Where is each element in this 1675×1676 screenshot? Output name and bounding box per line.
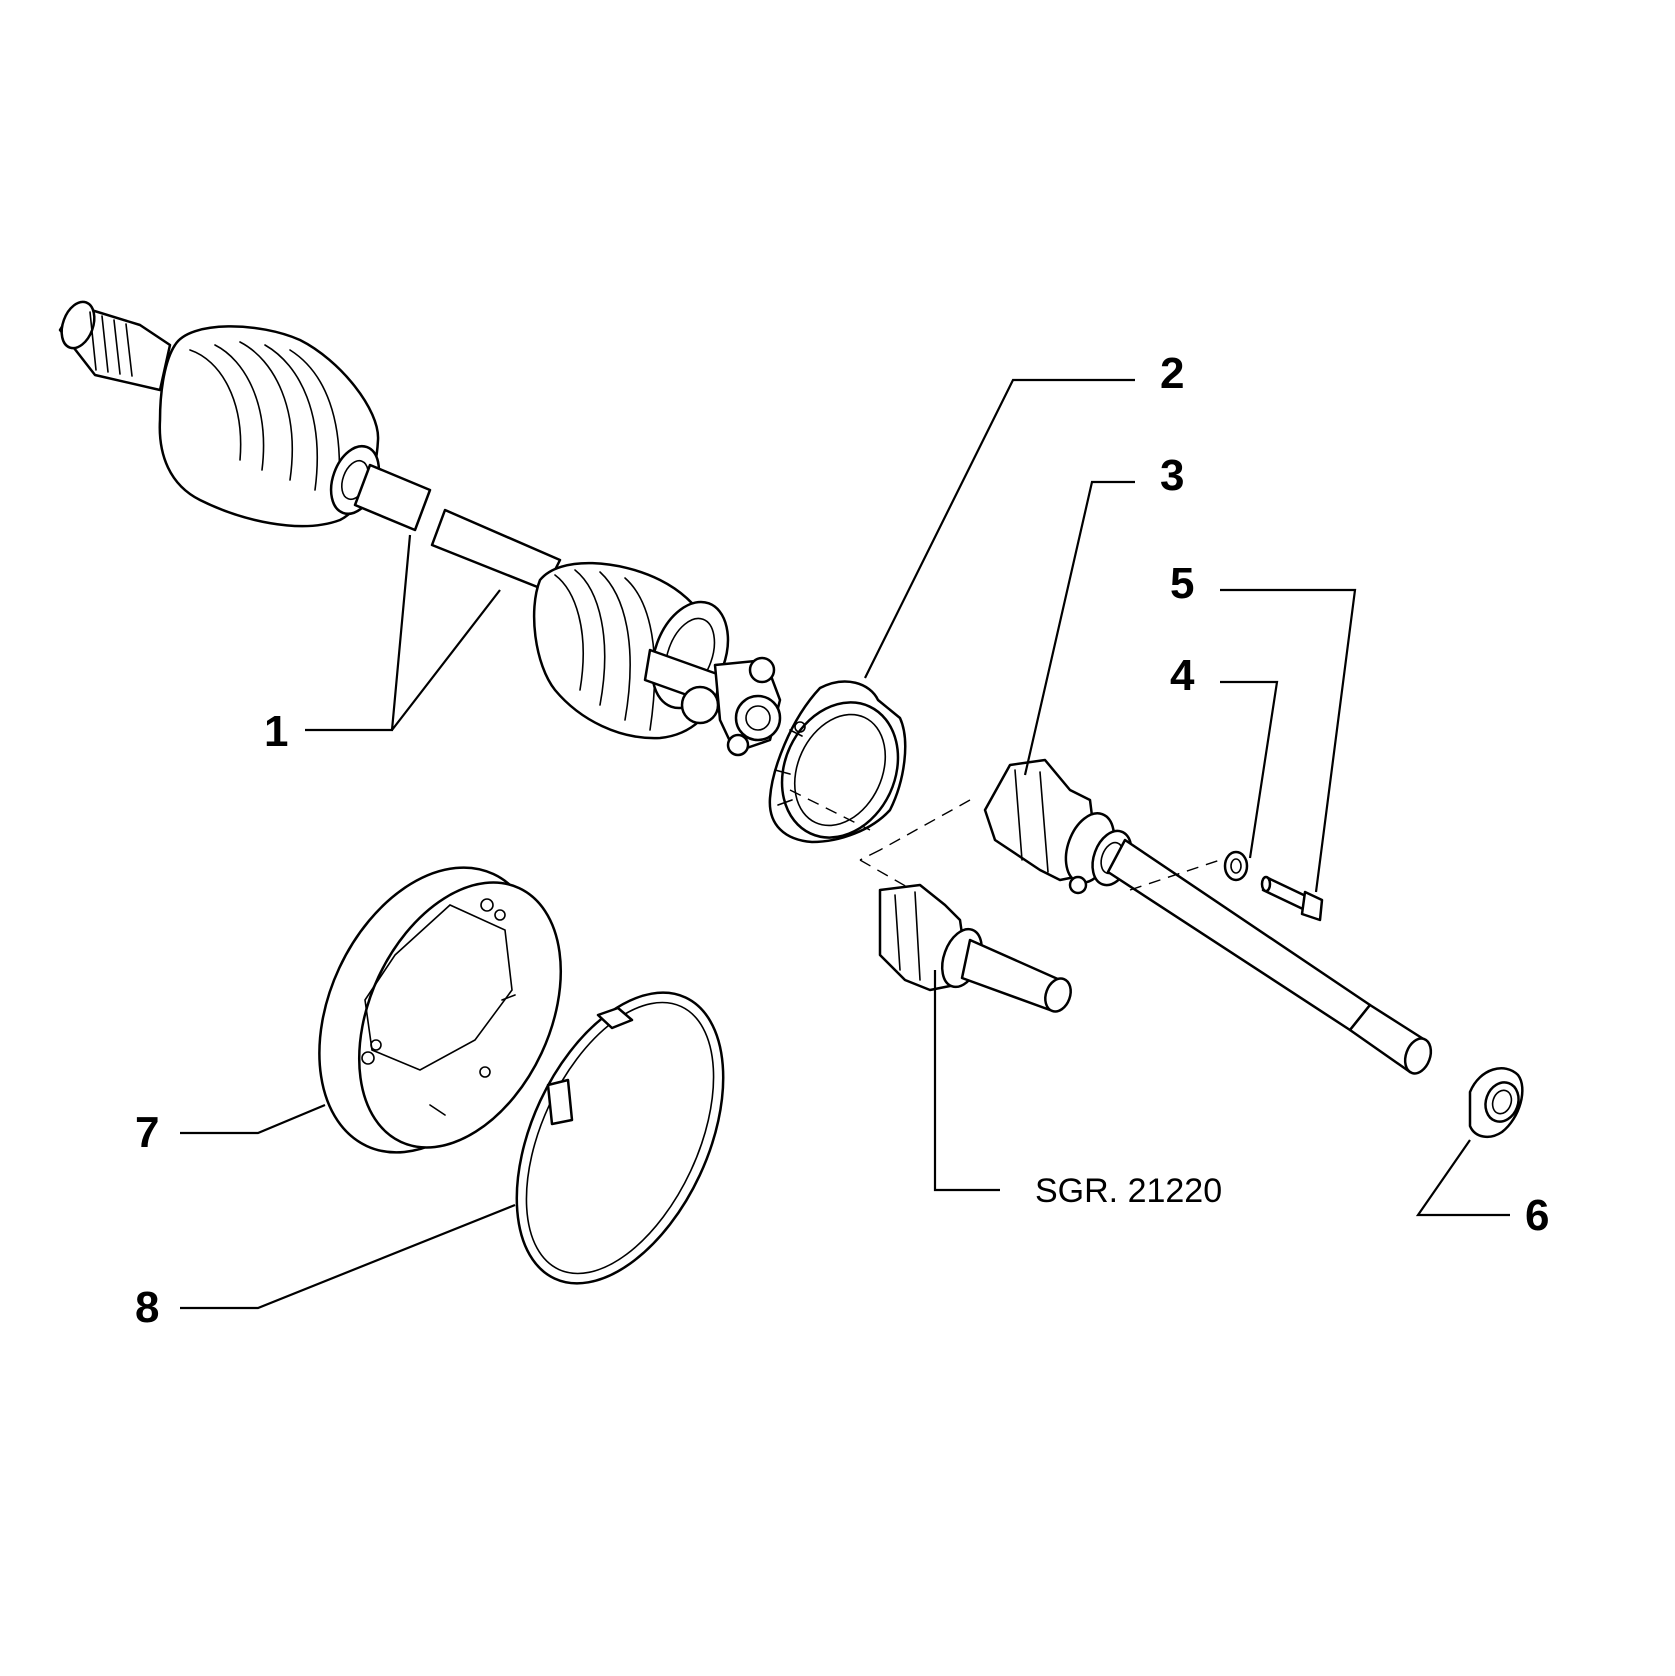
callout-7: 7 — [135, 1108, 159, 1157]
callout-6: 6 — [1525, 1191, 1549, 1240]
tripod-joint — [643, 648, 782, 757]
clamp-band — [515, 991, 725, 1285]
shaft-segment-left — [353, 463, 432, 532]
leader-4 — [1220, 680, 1279, 859]
callout-1: 1 — [264, 707, 288, 756]
drive-shaft-assembly — [58, 300, 782, 757]
dust-cap — [1468, 1067, 1524, 1139]
leader-8 — [180, 1203, 516, 1310]
leader-3 — [1023, 480, 1135, 776]
splined-stub-end — [58, 300, 172, 392]
bolt — [1260, 875, 1324, 922]
leader-2 — [864, 378, 1135, 679]
leader-5 — [1220, 588, 1357, 893]
reference-joint — [878, 883, 1072, 1013]
leader-lines — [180, 378, 1510, 1310]
callout-labels: 1 2 3 4 5 6 7 8 SGR. 21220 — [135, 349, 1549, 1332]
callout-4: 4 — [1170, 651, 1195, 700]
inner-joint-shaft — [983, 758, 1433, 1075]
leader-ref — [933, 970, 1000, 1192]
outer-cv-boot — [158, 325, 381, 528]
leader-1 — [305, 534, 501, 732]
reference-label: SGR. 21220 — [1035, 1172, 1222, 1210]
washer — [1223, 850, 1249, 882]
callout-5: 5 — [1170, 559, 1194, 608]
boot-ring — [318, 866, 563, 1154]
callout-8: 8 — [135, 1283, 159, 1332]
leader-6 — [1415, 1139, 1510, 1217]
callout-2: 2 — [1160, 349, 1184, 398]
leader-7 — [180, 1103, 326, 1135]
callout-3: 3 — [1160, 451, 1184, 500]
boot-clamp-housing — [768, 680, 907, 844]
